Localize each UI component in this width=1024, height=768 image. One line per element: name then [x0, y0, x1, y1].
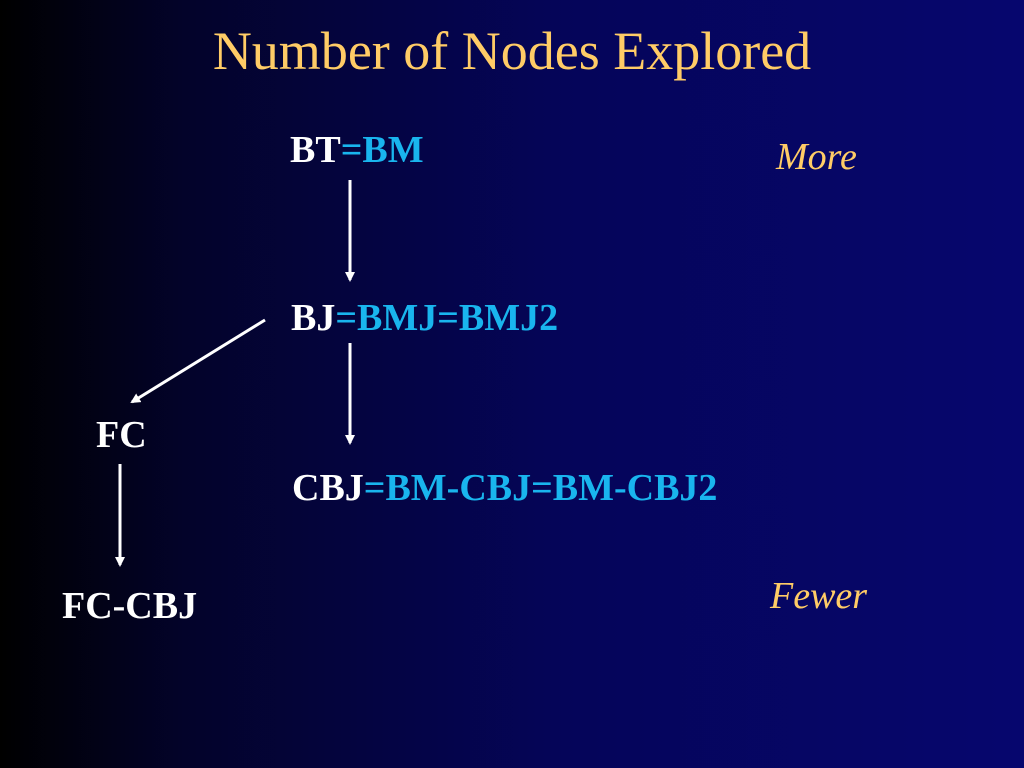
- arrow-bj-to-fc: [130, 318, 266, 404]
- node-cbj-name: CBJ: [292, 467, 364, 509]
- node-cbj-equiv: =BM-CBJ=BM-CBJ2: [363, 467, 718, 509]
- more-label: More: [776, 136, 857, 178]
- node-bj: BJ=BMJ=BMJ2: [291, 296, 558, 340]
- node-cbj: CBJ=BM-CBJ=BM-CBJ2: [292, 466, 717, 510]
- node-bt-equiv: =BM: [340, 129, 424, 171]
- node-fc: FC: [96, 414, 147, 456]
- node-bj-name: BJ: [291, 297, 336, 339]
- node-bt: BT=BM: [290, 128, 424, 172]
- slide-title: Number of Nodes Explored: [212, 21, 812, 81]
- node-bj-equiv: =BMJ=BMJ2: [335, 297, 559, 339]
- node-bt-name: BT: [290, 129, 341, 171]
- fewer-label: Fewer: [770, 575, 868, 617]
- node-fc-cbj: FC-CBJ: [62, 585, 198, 627]
